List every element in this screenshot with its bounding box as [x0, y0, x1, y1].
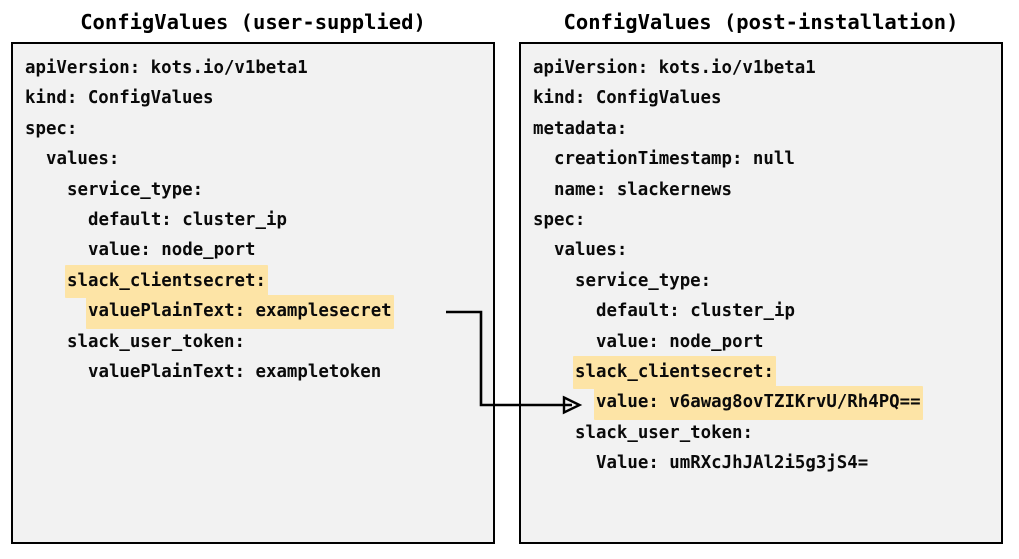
yaml-line: values:	[521, 234, 1001, 264]
yaml-line: default: cluster_ip	[13, 204, 493, 234]
yaml-line: spec:	[13, 113, 493, 143]
yaml-line-text: service_type:	[67, 179, 204, 200]
yaml-line: kind: ConfigValues	[521, 82, 1001, 112]
yaml-line: Value: umRXcJhJAl2i5g3jS4=	[521, 447, 1001, 477]
yaml-line: slack_user_token:	[521, 417, 1001, 447]
yaml-line: apiVersion: kots.io/v1beta1	[521, 52, 1001, 82]
yaml-line-text: spec:	[25, 118, 78, 139]
left-yaml-body: apiVersion: kots.io/v1beta1 kind: ConfigV…	[13, 44, 493, 386]
yaml-line: value: v6awag8ovTZIKrvU/Rh4PQ==	[521, 386, 1001, 420]
yaml-line-text: creationTimestamp: null	[554, 149, 795, 170]
yaml-line-highlighted: slack_clientsecret:	[65, 264, 268, 299]
yaml-line: name: slackernews	[521, 174, 1001, 204]
yaml-line-highlighted: value: v6awag8ovTZIKrvU/Rh4PQ==	[594, 386, 923, 420]
yaml-line-text: value: node_port	[88, 240, 256, 261]
yaml-line: slack_user_token:	[13, 326, 493, 356]
yaml-line: apiVersion: kots.io/v1beta1	[13, 52, 493, 82]
yaml-line-text: apiVersion: kots.io/v1beta1	[533, 58, 816, 78]
yaml-line: metadata:	[521, 113, 1001, 143]
yaml-line-text: kind: ConfigValues	[25, 88, 214, 109]
yaml-line-text: default: cluster_ip	[88, 209, 287, 230]
yaml-line: slack_clientsecret:	[521, 355, 1001, 390]
yaml-line-text: valuePlainText: exampletoken	[88, 361, 382, 382]
yaml-line: default: cluster_ip	[521, 295, 1001, 325]
yaml-line: kind: ConfigValues	[13, 82, 493, 112]
yaml-line-text: values:	[554, 240, 628, 261]
yaml-line-text: apiVersion: kots.io/v1beta1	[25, 58, 308, 78]
yaml-line-highlighted: slack_clientsecret:	[573, 355, 776, 390]
yaml-line: slack_clientsecret:	[13, 264, 493, 299]
right-config-panel: apiVersion: kots.io/v1beta1 kind: ConfigV…	[519, 42, 1003, 544]
yaml-line: creationTimestamp: null	[521, 143, 1001, 173]
yaml-line-text: spec:	[533, 209, 586, 230]
right-yaml-body: apiVersion: kots.io/v1beta1 kind: ConfigV…	[521, 44, 1001, 477]
yaml-line: service_type:	[13, 174, 493, 204]
yaml-line-text: service_type:	[575, 270, 712, 291]
yaml-line-text: value: node_port	[596, 331, 764, 352]
yaml-line-text: slack_user_token:	[67, 331, 245, 352]
left-panel-title: ConfigValues (user-supplied)	[80, 10, 426, 34]
yaml-line-text: values:	[46, 149, 120, 170]
left-config-panel: apiVersion: kots.io/v1beta1 kind: ConfigV…	[11, 42, 495, 544]
yaml-line: valuePlainText: examplesecret	[13, 295, 493, 329]
yaml-line-text: metadata:	[533, 118, 628, 139]
yaml-line: value: node_port	[521, 326, 1001, 356]
yaml-line: values:	[13, 143, 493, 173]
yaml-line-text: slack_user_token:	[575, 422, 753, 443]
yaml-line-text: kind: ConfigValues	[533, 88, 722, 109]
yaml-line: service_type:	[521, 265, 1001, 295]
yaml-line: spec:	[521, 204, 1001, 234]
yaml-line: valuePlainText: exampletoken	[13, 356, 493, 386]
yaml-line: value: node_port	[13, 234, 493, 264]
yaml-line-text: default: cluster_ip	[596, 301, 795, 322]
yaml-line-text: Value: umRXcJhJAl2i5g3jS4=	[596, 453, 869, 474]
yaml-line-text: name: slackernews	[554, 179, 732, 200]
yaml-line-highlighted: valuePlainText: examplesecret	[86, 295, 394, 329]
right-panel-title: ConfigValues (post-installation)	[563, 10, 959, 34]
